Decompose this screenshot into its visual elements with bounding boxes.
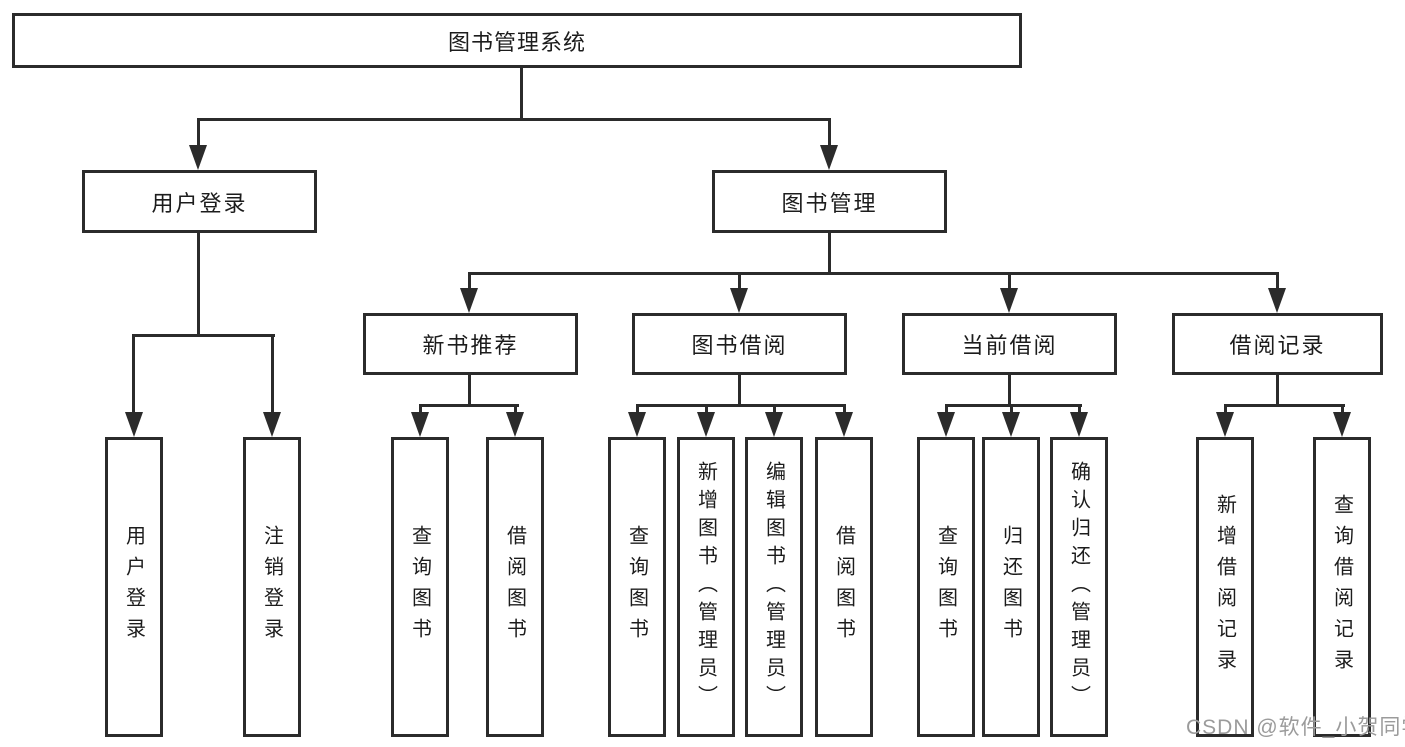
connector bbox=[468, 272, 471, 292]
connector bbox=[636, 404, 639, 416]
node-leaf-logout: 注销登录 bbox=[243, 437, 301, 737]
arrow-down-icon bbox=[1333, 412, 1351, 437]
arrow-down-icon bbox=[263, 412, 281, 437]
connector bbox=[468, 272, 1279, 275]
node-label: 查询借阅记录 bbox=[1330, 494, 1353, 680]
node-leaf-bw-query-books: 查询图书 bbox=[608, 437, 666, 737]
node-label: 当前借阅 bbox=[961, 333, 1058, 358]
node-label: 图书管理系统 bbox=[447, 29, 586, 55]
node-new-book-recommend: 新书推荐 bbox=[363, 313, 578, 375]
connector bbox=[1010, 404, 1013, 416]
node-label: 查询图书 bbox=[625, 525, 648, 649]
node-book-management-system: 图书管理系统 bbox=[12, 13, 1022, 68]
arrow-down-icon bbox=[835, 412, 853, 437]
connector bbox=[738, 375, 741, 407]
arrow-down-icon bbox=[730, 288, 748, 313]
node-leaf-cur-query-books: 查询图书 bbox=[917, 437, 975, 737]
arrow-down-icon bbox=[1070, 412, 1088, 437]
arrow-down-icon bbox=[411, 412, 429, 437]
node-book-mgmt: 图书管理 bbox=[712, 170, 947, 233]
node-label: 归还图书 bbox=[999, 525, 1022, 649]
connector bbox=[773, 404, 776, 416]
node-label: 借阅图书 bbox=[503, 525, 526, 649]
arrow-down-icon bbox=[628, 412, 646, 437]
node-label: 查询图书 bbox=[934, 525, 957, 649]
connector bbox=[197, 233, 200, 337]
node-label: 新书推荐 bbox=[422, 333, 519, 358]
node-label: 新增借阅记录 bbox=[1213, 494, 1236, 680]
connector bbox=[1276, 272, 1279, 292]
node-user-login: 用户登录 bbox=[82, 170, 317, 233]
node-leaf-cur-confirm-return-admin: 确认归还（管理员） bbox=[1050, 437, 1108, 737]
node-leaf-nb-query-books: 查询图书 bbox=[391, 437, 449, 737]
node-borrow-records: 借阅记录 bbox=[1172, 313, 1383, 375]
connector bbox=[271, 334, 274, 416]
connector bbox=[132, 334, 275, 337]
node-label: 图书借阅 bbox=[691, 333, 788, 358]
node-leaf-nb-borrow-books: 借阅图书 bbox=[486, 437, 544, 737]
node-leaf-user-login: 用户登录 bbox=[105, 437, 163, 737]
arrow-down-icon bbox=[1268, 288, 1286, 313]
arrow-down-icon bbox=[506, 412, 524, 437]
arrow-down-icon bbox=[697, 412, 715, 437]
node-label: 借阅图书 bbox=[832, 525, 855, 649]
connector bbox=[636, 404, 846, 407]
node-label: 确认归还（管理员） bbox=[1067, 461, 1090, 713]
node-leaf-rec-add-record: 新增借阅记录 bbox=[1196, 437, 1254, 737]
connector bbox=[520, 66, 523, 121]
arrow-down-icon bbox=[765, 412, 783, 437]
connector bbox=[1078, 404, 1081, 416]
connector bbox=[945, 404, 1082, 407]
connector bbox=[132, 334, 135, 416]
connector bbox=[1276, 375, 1279, 407]
node-leaf-rec-query-record: 查询借阅记录 bbox=[1313, 437, 1371, 737]
connector bbox=[705, 404, 708, 416]
node-label: 编辑图书（管理员） bbox=[762, 461, 785, 713]
connector bbox=[514, 404, 517, 416]
node-label: 用户登录 bbox=[151, 190, 248, 216]
connector bbox=[1008, 375, 1011, 407]
arrow-down-icon bbox=[937, 412, 955, 437]
node-leaf-bw-edit-books-admin: 编辑图书（管理员） bbox=[745, 437, 803, 737]
connector bbox=[1341, 404, 1344, 416]
arrow-down-icon bbox=[189, 145, 207, 170]
node-label: 借阅记录 bbox=[1229, 333, 1326, 358]
connector bbox=[1008, 272, 1011, 292]
arrow-down-icon bbox=[1002, 412, 1020, 437]
node-leaf-bw-add-books-admin: 新增图书（管理员） bbox=[677, 437, 735, 737]
connector bbox=[419, 404, 519, 407]
arrow-down-icon bbox=[125, 412, 143, 437]
node-book-borrow: 图书借阅 bbox=[632, 313, 847, 375]
node-label: 图书管理 bbox=[781, 190, 878, 216]
connector bbox=[828, 118, 831, 150]
connector bbox=[738, 272, 741, 292]
arrow-down-icon bbox=[460, 288, 478, 313]
connector bbox=[419, 404, 422, 416]
connector bbox=[197, 118, 831, 121]
connector bbox=[1224, 404, 1227, 416]
node-leaf-cur-return-books: 归还图书 bbox=[982, 437, 1040, 737]
node-leaf-bw-borrow-books: 借阅图书 bbox=[815, 437, 873, 737]
connector bbox=[828, 233, 831, 275]
arrow-down-icon bbox=[1216, 412, 1234, 437]
arrow-down-icon bbox=[820, 145, 838, 170]
arrow-down-icon bbox=[1000, 288, 1018, 313]
connector bbox=[843, 404, 846, 416]
node-current-borrow: 当前借阅 bbox=[902, 313, 1117, 375]
connector bbox=[197, 118, 200, 150]
connector bbox=[1224, 404, 1345, 407]
connector bbox=[468, 375, 471, 407]
node-label: 新增图书（管理员） bbox=[694, 461, 717, 713]
watermark: CSDN @软件_小贺同学 bbox=[1186, 716, 1405, 739]
node-label: 查询图书 bbox=[408, 525, 431, 649]
connector bbox=[945, 404, 948, 416]
node-label: 注销登录 bbox=[260, 525, 283, 649]
node-label: 用户登录 bbox=[122, 525, 145, 649]
